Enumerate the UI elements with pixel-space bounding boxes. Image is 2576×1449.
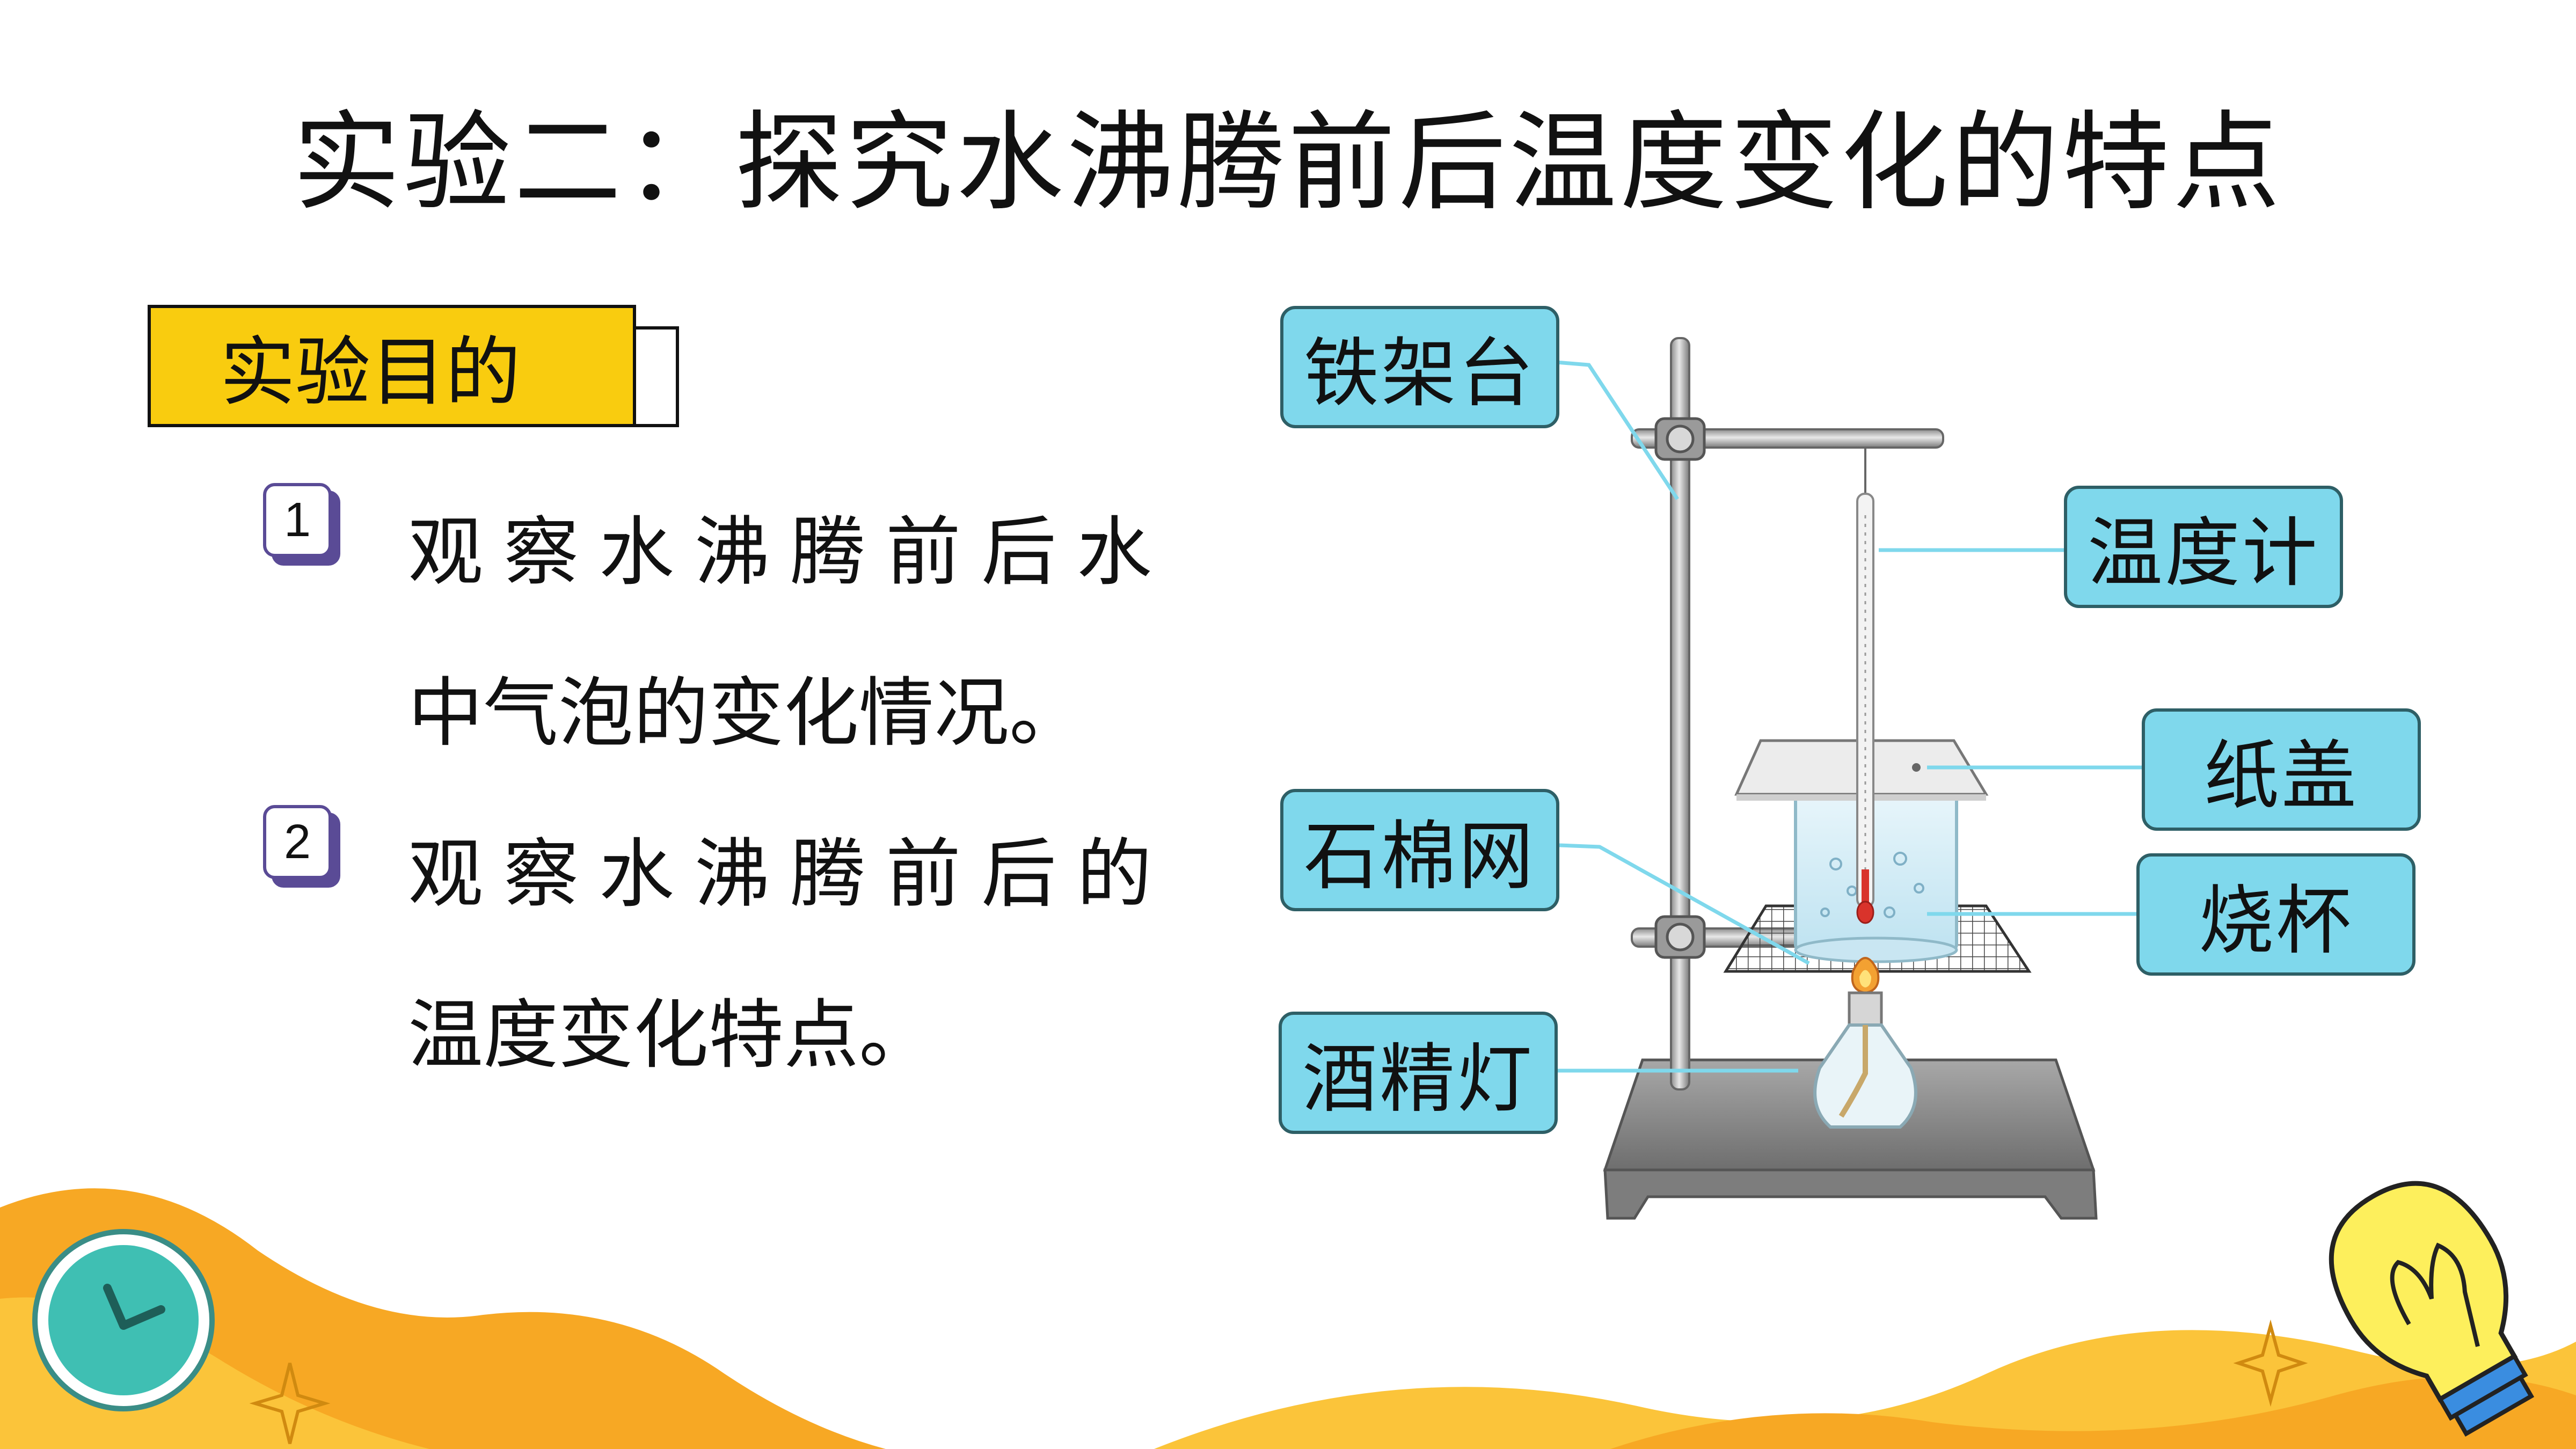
upper-clamp — [1654, 417, 1706, 461]
objective-item-2-text: 观察水沸腾前后的 温度变化特点。 — [408, 794, 1213, 1116]
label-cover: 纸盖 — [2142, 708, 2421, 831]
label-gauze: 石棉网 — [1280, 789, 1559, 911]
objective-item-1-line1: 观察水沸腾前后水 — [408, 509, 1173, 596]
sparkle-icon — [2233, 1319, 2308, 1407]
right-wave-yellow — [1154, 1330, 2576, 1449]
objective-item-2-line2: 温度变化特点。 — [408, 992, 935, 1079]
stand-rod — [1670, 337, 1690, 1091]
thermometer — [1856, 493, 1874, 924]
objective-tag: 实验目的 — [148, 305, 684, 428]
upper-clamp-arm — [1631, 428, 1944, 449]
number-badge-2-label: 2 — [263, 805, 332, 879]
objective-tag-label: 实验目的 — [148, 305, 636, 427]
label-stand: 铁架台 — [1280, 306, 1559, 428]
clock-icon — [32, 1229, 215, 1411]
lower-clamp — [1654, 915, 1706, 959]
label-lamp: 酒精灯 — [1279, 1012, 1558, 1134]
number-badge-1-label: 1 — [263, 483, 332, 557]
page-title: 实验二：探究水沸腾前后温度变化的特点 — [293, 100, 2283, 225]
objective-item-1-text: 观察水沸腾前后水 中气泡的变化情况。 — [408, 472, 1213, 794]
alcohol-lamp — [1813, 957, 1917, 1129]
label-beaker: 烧杯 — [2136, 853, 2416, 976]
objective-item-1-line2: 中气泡的变化情况。 — [408, 670, 1085, 757]
number-badge-2: 2 — [263, 805, 340, 888]
sparkle-icon — [249, 1363, 331, 1444]
label-thermometer: 温度计 — [2064, 486, 2343, 608]
number-badge-1: 1 — [263, 483, 340, 566]
right-wave-orange — [1610, 1377, 2576, 1449]
lightbulb-icon — [2329, 1181, 2535, 1437]
leader-lines — [1556, 360, 2143, 1073]
objective-item-2-line1: 观察水沸腾前后的 — [408, 831, 1173, 918]
